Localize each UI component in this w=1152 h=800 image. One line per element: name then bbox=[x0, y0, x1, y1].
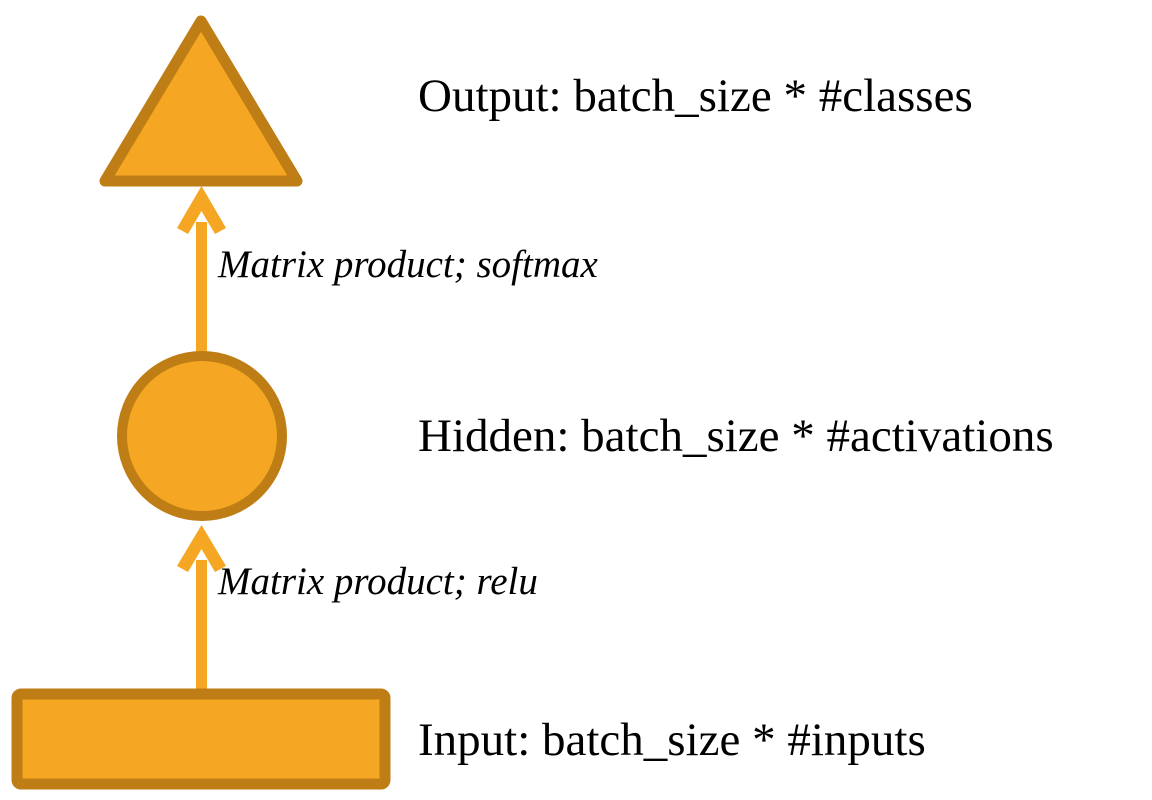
input-layer-label: Input: batch_size * #inputs bbox=[418, 714, 926, 766]
edge-label-hidden-to-output: Matrix product; softmax bbox=[218, 243, 598, 286]
arrow-head bbox=[177, 186, 226, 234]
hidden-circle-shape[interactable] bbox=[117, 351, 287, 521]
arrow-head bbox=[177, 525, 226, 572]
arrow-hidden-to-output bbox=[177, 186, 226, 358]
arrow-shaft bbox=[196, 560, 207, 692]
hidden-layer-label: Hidden: batch_size * #activations bbox=[418, 410, 1054, 462]
input-rectangle-shape[interactable] bbox=[11, 688, 391, 790]
output-triangle-shape[interactable] bbox=[99, 15, 303, 187]
edge-label-input-to-hidden: Matrix product; relu bbox=[218, 560, 538, 603]
arrow-input-to-hidden bbox=[177, 525, 226, 692]
arrow-shaft bbox=[196, 222, 207, 358]
output-layer-label: Output: batch_size * #classes bbox=[418, 70, 973, 122]
